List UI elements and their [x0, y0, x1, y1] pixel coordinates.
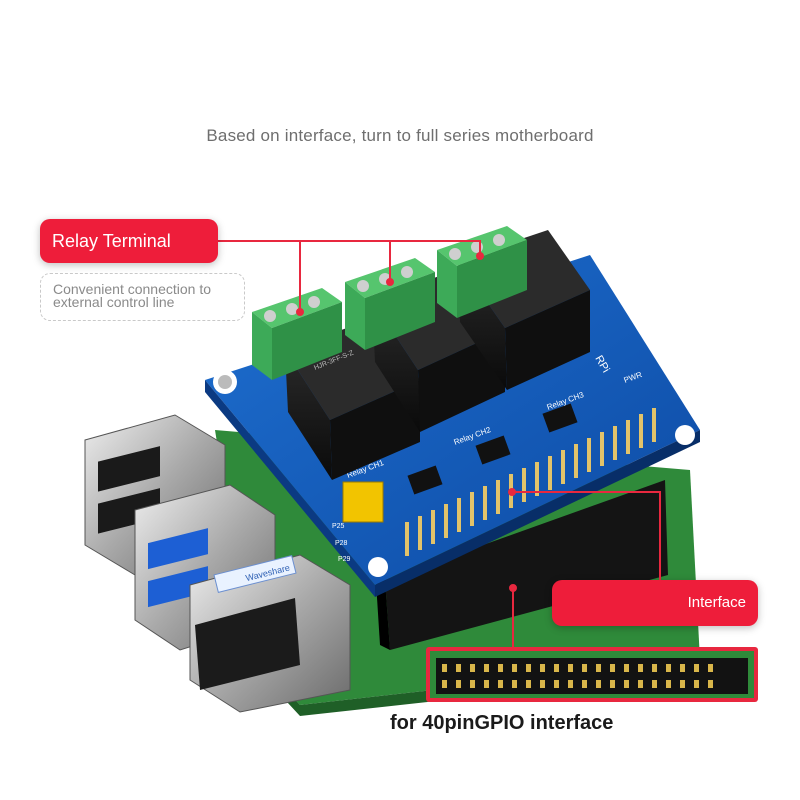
interface-title: Interface — [687, 594, 746, 611]
gpio-zoom-inset — [426, 647, 758, 702]
jumper-block — [342, 481, 384, 523]
p29-label: P29 — [338, 556, 351, 563]
p28-label: P28 — [335, 540, 348, 547]
relay-terminal-description: Convenient connection to external contro… — [40, 273, 245, 321]
gpio-header — [376, 480, 668, 650]
relay-terminal-callout: Relay Terminal — [40, 219, 218, 263]
ethernet-port: Waveshare — [189, 554, 351, 713]
screw-terminals — [252, 226, 527, 380]
terminal-1 — [252, 288, 342, 380]
relay-desc-line1: Convenient connection to — [53, 281, 211, 297]
gpio-pins — [405, 408, 656, 556]
relay-terminal-title: Relay Terminal — [52, 231, 171, 251]
terminal-3 — [437, 226, 527, 318]
p25-label: P25 — [332, 523, 345, 530]
callout-lines — [218, 240, 661, 648]
interface-callout: Interface — [552, 580, 758, 626]
gpio-caption: for 40pinGPIO interface — [390, 712, 614, 734]
headline-text: Based on interface, turn to full series … — [206, 126, 594, 145]
relay-desc-line2: external control line — [53, 294, 175, 310]
